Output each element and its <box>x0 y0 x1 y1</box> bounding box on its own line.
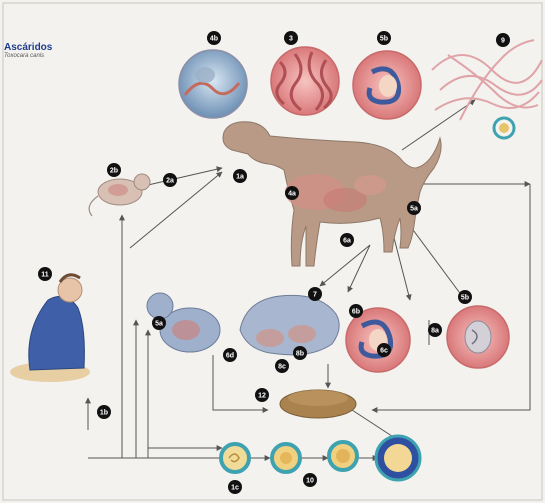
label-2a: 2a <box>163 173 177 187</box>
label-tags: 4b 3 5b 9 2b 2a 1a 4a 5a 6a 11 5a 7 6b 6… <box>38 31 510 494</box>
label-2b: 2b <box>107 163 121 177</box>
label-3: 3 <box>284 31 298 45</box>
svg-text:4b: 4b <box>210 36 218 43</box>
label-12: 12 <box>255 388 269 402</box>
svg-text:1b: 1b <box>100 410 108 417</box>
label-5b-bottom: 5b <box>458 290 472 304</box>
svg-text:8a: 8a <box>431 328 439 335</box>
svg-text:11: 11 <box>41 272 49 279</box>
label-7: 7 <box>308 287 322 301</box>
svg-text:2a: 2a <box>166 178 174 185</box>
label-8c: 8c <box>275 359 289 373</box>
svg-text:5b: 5b <box>461 295 469 302</box>
label-11: 11 <box>38 267 52 281</box>
label-4b: 4b <box>207 31 221 45</box>
label-4a: 4a <box>285 186 299 200</box>
svg-text:2b: 2b <box>110 168 118 175</box>
arrow-puppy-to-feces <box>213 355 268 410</box>
svg-text:6b: 6b <box>352 309 360 316</box>
pregnant-dog-litter <box>240 295 339 355</box>
svg-text:8c: 8c <box>278 364 286 371</box>
arrow-dog-to-6b <box>348 245 370 292</box>
circle-4b-intestine <box>179 50 247 118</box>
circle-5b-bottom <box>447 306 509 368</box>
svg-text:8b: 8b <box>296 351 304 358</box>
egg-stage-2 <box>272 444 300 472</box>
svg-text:7: 7 <box>313 292 317 299</box>
svg-text:5a: 5a <box>410 206 418 213</box>
label-8a: 8a <box>428 323 442 337</box>
circle-3-worms <box>271 47 339 115</box>
svg-text:1a: 1a <box>236 174 244 181</box>
svg-text:12: 12 <box>258 393 266 400</box>
label-1c: 1c <box>228 480 242 494</box>
child <box>10 275 90 382</box>
label-6c: 6c <box>377 343 391 357</box>
arrow-dog-to-7 <box>320 245 370 286</box>
circle-5b-larva <box>353 51 421 119</box>
svg-text:4a: 4a <box>288 191 296 198</box>
label-9: 9 <box>496 33 510 47</box>
label-1a: 1a <box>233 169 247 183</box>
feces <box>280 390 356 418</box>
svg-text:6d: 6d <box>226 353 234 360</box>
svg-text:6a: 6a <box>343 238 351 245</box>
svg-text:3: 3 <box>289 36 293 43</box>
label-1b: 1b <box>97 405 111 419</box>
rodent <box>89 174 150 216</box>
egg-stage-4 <box>376 436 420 480</box>
label-5a-right: 5a <box>407 201 421 215</box>
label-10: 10 <box>303 473 317 487</box>
arrow-rodent-to-dog <box>148 168 222 185</box>
label-6a: 6a <box>340 233 354 247</box>
svg-text:1c: 1c <box>231 485 239 492</box>
egg-stage-3 <box>329 442 357 470</box>
label-8b: 8b <box>293 346 307 360</box>
arrow-feces-to-egg4 <box>352 410 398 440</box>
worms-9-tangle <box>432 40 542 138</box>
label-6d: 6d <box>223 348 237 362</box>
svg-text:5a: 5a <box>155 321 163 328</box>
label-6b: 6b <box>349 304 363 318</box>
label-5b-top: 5b <box>377 31 391 45</box>
svg-text:10: 10 <box>306 478 314 485</box>
svg-text:6c: 6c <box>380 348 388 355</box>
svg-text:9: 9 <box>501 38 505 45</box>
label-5a-puppy: 5a <box>152 316 166 330</box>
egg-stage-1 <box>221 444 249 472</box>
svg-text:5b: 5b <box>380 36 388 43</box>
adult-dog <box>223 122 441 266</box>
